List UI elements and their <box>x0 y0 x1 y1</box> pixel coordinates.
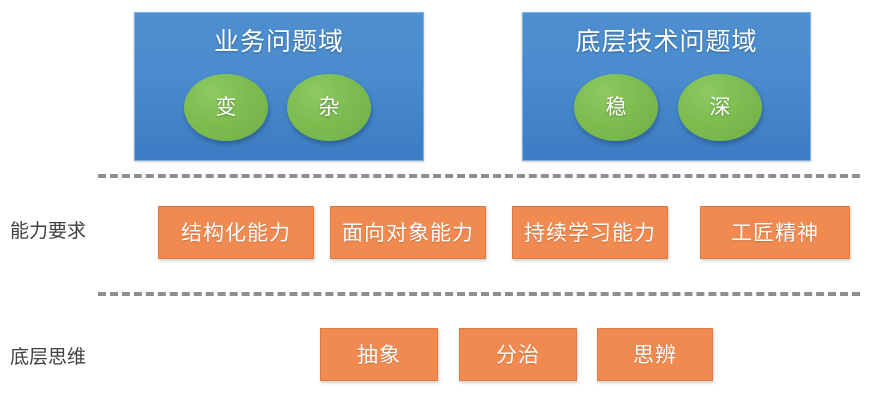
thinking-card-label: 思辨 <box>633 342 677 367</box>
thinking-card-label: 分治 <box>496 342 540 367</box>
domain-trait-label: 杂 <box>318 95 340 119</box>
capability-card: 面向对象能力 <box>330 206 486 259</box>
row-label-capability: 能力要求 <box>10 220 87 242</box>
capability-card: 工匠精神 <box>700 206 850 259</box>
thinking-card: 分治 <box>459 328 577 381</box>
capability-card-label: 工匠精神 <box>731 220 819 245</box>
row-label-thinking: 底层思维 <box>10 346 87 368</box>
capability-card-label: 持续学习能力 <box>524 220 656 245</box>
capability-card-label: 结构化能力 <box>181 220 291 245</box>
domain-trait-label: 深 <box>709 95 731 119</box>
capability-card-label: 面向对象能力 <box>342 220 474 245</box>
thinking-card: 思辨 <box>597 328 713 381</box>
capability-card: 结构化能力 <box>158 206 314 259</box>
domain-trait-ellipse: 杂 <box>287 74 371 141</box>
domain-panel-title: 业务问题域 <box>213 27 344 56</box>
domain-trait-ellipse: 变 <box>184 74 268 141</box>
domain-trait-ellipse: 稳 <box>574 74 658 141</box>
dashed-divider <box>98 292 860 296</box>
domain-trait-label: 稳 <box>605 95 627 119</box>
domain-panel-technology: 底层技术问题域 稳 深 <box>522 12 811 161</box>
capability-card: 持续学习能力 <box>512 206 668 259</box>
thinking-card: 抽象 <box>320 328 438 381</box>
domain-trait-ellipse: 深 <box>678 74 762 141</box>
domain-panel-title: 底层技术问题域 <box>575 27 758 56</box>
thinking-card-label: 抽象 <box>357 342 401 367</box>
dashed-divider <box>98 174 860 178</box>
domain-trait-label: 变 <box>215 95 237 119</box>
domain-panel-business: 业务问题域 变 杂 <box>134 12 424 161</box>
